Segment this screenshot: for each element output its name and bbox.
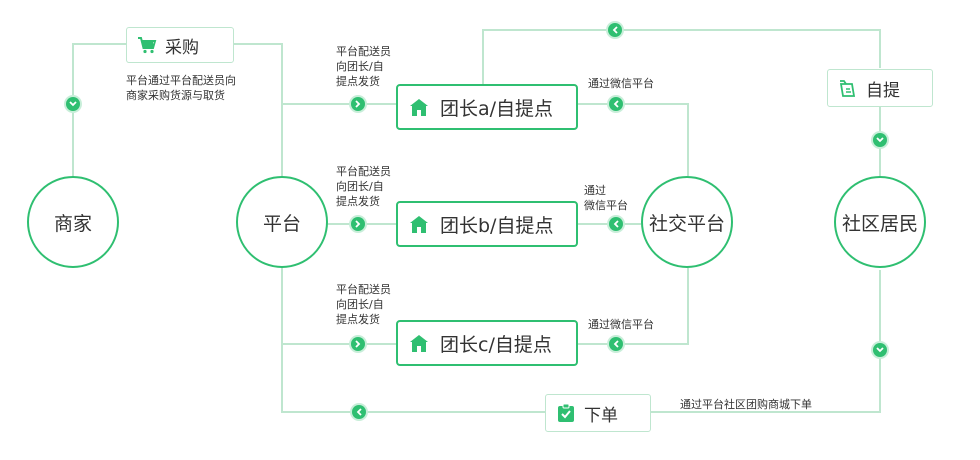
order-label: 下单 <box>584 405 618 426</box>
leader-b-label: 团长b/自提点 <box>440 214 554 237</box>
delivery-note-line: 提点发货 <box>336 195 380 208</box>
community-residents-label: 社区居民 <box>841 212 918 235</box>
arrow-dot-icon <box>351 97 365 111</box>
house-icon <box>410 335 428 352</box>
delivery-note-b: 平台配送员 向团长/自 提点发货 <box>336 164 391 209</box>
self-pickup-tag: 自提 <box>827 69 933 107</box>
arrow-dot-icon <box>873 343 887 357</box>
house-icon <box>410 99 428 116</box>
house-icon <box>410 216 428 233</box>
wechat-note-c: 通过微信平台 <box>588 318 654 331</box>
delivery-note-line: 提点发货 <box>336 313 380 326</box>
clipboard-check-icon <box>558 403 574 422</box>
purchase-description-line: 商家采购货源与取货 <box>126 89 225 102</box>
leader-c-label: 团长c/自提点 <box>440 333 552 356</box>
platform-node: 平台 <box>236 176 328 268</box>
arrow-dot-icon <box>351 337 365 351</box>
social-platform-node: 社交平台 <box>641 176 733 268</box>
delivery-note-line: 向团长/自 <box>336 298 384 311</box>
purchase-description-line: 平台通过平台配送员向 <box>126 74 236 87</box>
shopping-cart-icon <box>138 37 157 54</box>
leader-c-box: 团长c/自提点 <box>396 320 578 366</box>
community-residents-node: 社区居民 <box>834 176 926 268</box>
social-platform-label: 社交平台 <box>648 212 725 235</box>
delivery-note-line: 向团长/自 <box>336 180 384 193</box>
purchase-label: 采购 <box>165 37 199 58</box>
arrow-dot-icon <box>873 133 887 147</box>
leader-a-label: 团长a/自提点 <box>440 97 554 120</box>
purchase-description: 平台通过平台配送员向 商家采购货源与取货 <box>126 73 236 103</box>
delivery-note-a: 平台配送员 向团长/自 提点发货 <box>336 44 391 89</box>
arrow-dot-icon <box>351 217 365 231</box>
delivery-note-c: 平台配送员 向团长/自 提点发货 <box>336 282 391 327</box>
arrow-dot-icon <box>609 217 623 231</box>
order-description: 通过平台社区团购商城下单 <box>680 398 812 411</box>
delivery-note-line: 平台配送员 <box>336 165 391 178</box>
wechat-note-a: 通过微信平台 <box>588 77 654 90</box>
delivery-note-line: 平台配送员 <box>336 283 391 296</box>
merchant-label: 商家 <box>53 212 92 235</box>
wechat-note-b: 通过 微信平台 <box>584 183 628 213</box>
purchase-tag: 采购 <box>126 27 234 63</box>
arrow-dot-icon <box>609 97 623 111</box>
leader-a-box: 团长a/自提点 <box>396 84 578 130</box>
arrow-dot-icon <box>66 97 80 111</box>
arrow-dot-icon <box>609 337 623 351</box>
order-tag: 下单 <box>545 394 651 432</box>
platform-label: 平台 <box>262 212 301 235</box>
self-pickup-label: 自提 <box>866 80 900 101</box>
arrow-dot-icon <box>608 23 622 37</box>
leader-b-box: 团长b/自提点 <box>396 201 578 247</box>
delivery-note-line: 向团长/自 <box>336 60 384 73</box>
wechat-note-line: 通过 <box>584 184 606 197</box>
shopping-bag-icon <box>839 80 856 97</box>
delivery-note-line: 提点发货 <box>336 75 380 88</box>
delivery-note-line: 平台配送员 <box>336 45 391 58</box>
merchant-node: 商家 <box>27 176 119 268</box>
wechat-note-line: 微信平台 <box>584 199 628 212</box>
arrow-dot-icon <box>352 405 366 419</box>
